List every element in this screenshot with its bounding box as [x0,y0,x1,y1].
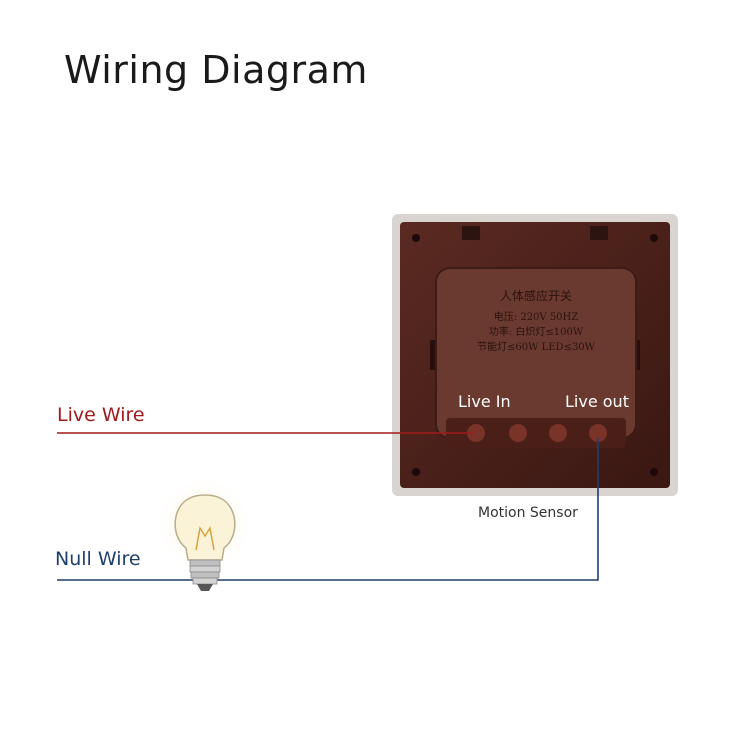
device-text-line-3: 功率: 白炽灯≤100W [489,325,584,338]
null-wire-label: Null Wire [55,548,141,570]
live-wire-label: Live Wire [57,404,145,426]
device-text-line-4: 节能灯≤60W LED≤30W [477,340,596,353]
terminal-screw [509,424,527,442]
light-bulb-icon [154,480,254,591]
terminal-block [446,418,626,448]
terminal-screw [467,424,485,442]
motion-sensor-device: 人体感应开关 电压: 220V 50HZ 功率: 白炽灯≤100W 节能灯≤60… [392,214,678,496]
terminal-screw [589,424,607,442]
terminal-screw [549,424,567,442]
terminal-live-out-label: Live out [565,392,629,411]
motion-sensor-label: Motion Sensor [478,505,578,521]
null-wire-line [57,438,599,581]
device-text-line-2: 电压: 220V 50HZ [494,310,578,323]
device-text-line-1: 人体感应开关 [500,288,572,303]
page-title: Wiring Diagram [64,48,368,92]
terminal-live-in-label: Live In [458,392,511,411]
